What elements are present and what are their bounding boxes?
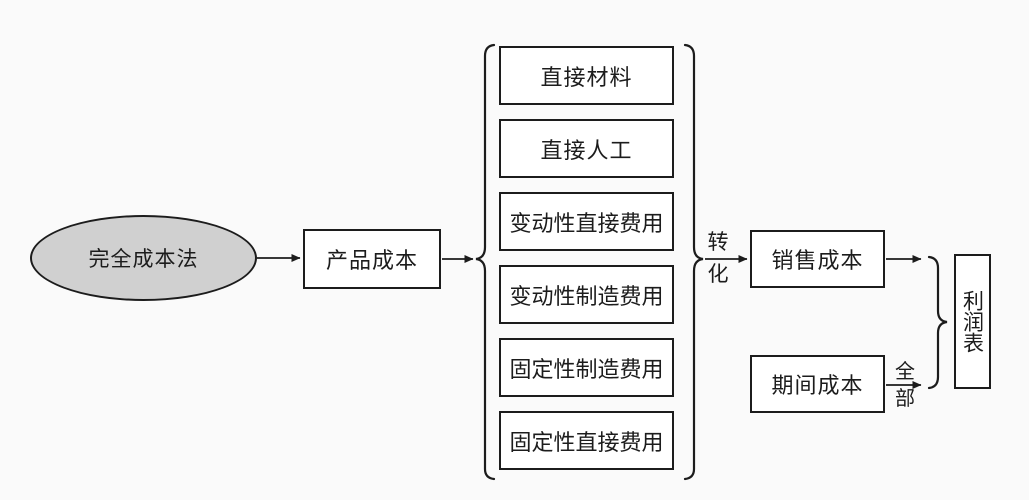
node-variable-direct-expense: 变动性直接费用 — [499, 192, 674, 251]
node-fixed-direct-expense-label: 固定性直接费用 — [509, 429, 664, 455]
full-edge-label-line2: 部 — [895, 388, 915, 410]
node-direct-materials: 直接材料 — [499, 46, 674, 105]
node-sales-cost-label: 销售成本 — [771, 248, 864, 273]
node-product-cost: 产品成本 — [303, 229, 441, 289]
transform-edge-label-line2: 化 — [707, 262, 729, 286]
node-direct-labor-label: 直接人工 — [540, 137, 633, 163]
node-fixed-direct-expense: 固定性直接费用 — [499, 411, 674, 470]
node-direct-labor: 直接人工 — [499, 119, 674, 178]
transform-edge-label-line1: 转 — [707, 230, 729, 254]
node-sales-cost: 销售成本 — [750, 230, 885, 288]
cost-items-right-brace — [683, 43, 704, 481]
node-fixed-manufacturing-overhead-label: 固定性制造费用 — [509, 356, 664, 382]
node-variable-manufacturing-overhead: 变动性制造费用 — [499, 265, 674, 324]
node-income-statement-label: 利润表 — [960, 290, 985, 353]
node-product-cost-label: 产品成本 — [325, 248, 418, 273]
cost-items-left-brace — [475, 43, 496, 481]
node-full-cost-method-label: 完全成本法 — [88, 247, 199, 271]
node-variable-manufacturing-overhead-label: 变动性制造费用 — [509, 283, 664, 309]
node-variable-direct-expense-label: 变动性直接费用 — [509, 210, 664, 236]
node-direct-materials-label: 直接材料 — [540, 64, 633, 90]
node-full-cost-method: 完全成本法 — [30, 215, 257, 301]
merge-brace — [927, 255, 948, 390]
full-edge-label-line1: 全 — [895, 361, 915, 383]
node-period-cost-label: 期间成本 — [771, 373, 864, 398]
node-fixed-manufacturing-overhead: 固定性制造费用 — [499, 338, 674, 397]
node-period-cost: 期间成本 — [750, 355, 885, 413]
node-income-statement: 利润表 — [954, 254, 991, 389]
